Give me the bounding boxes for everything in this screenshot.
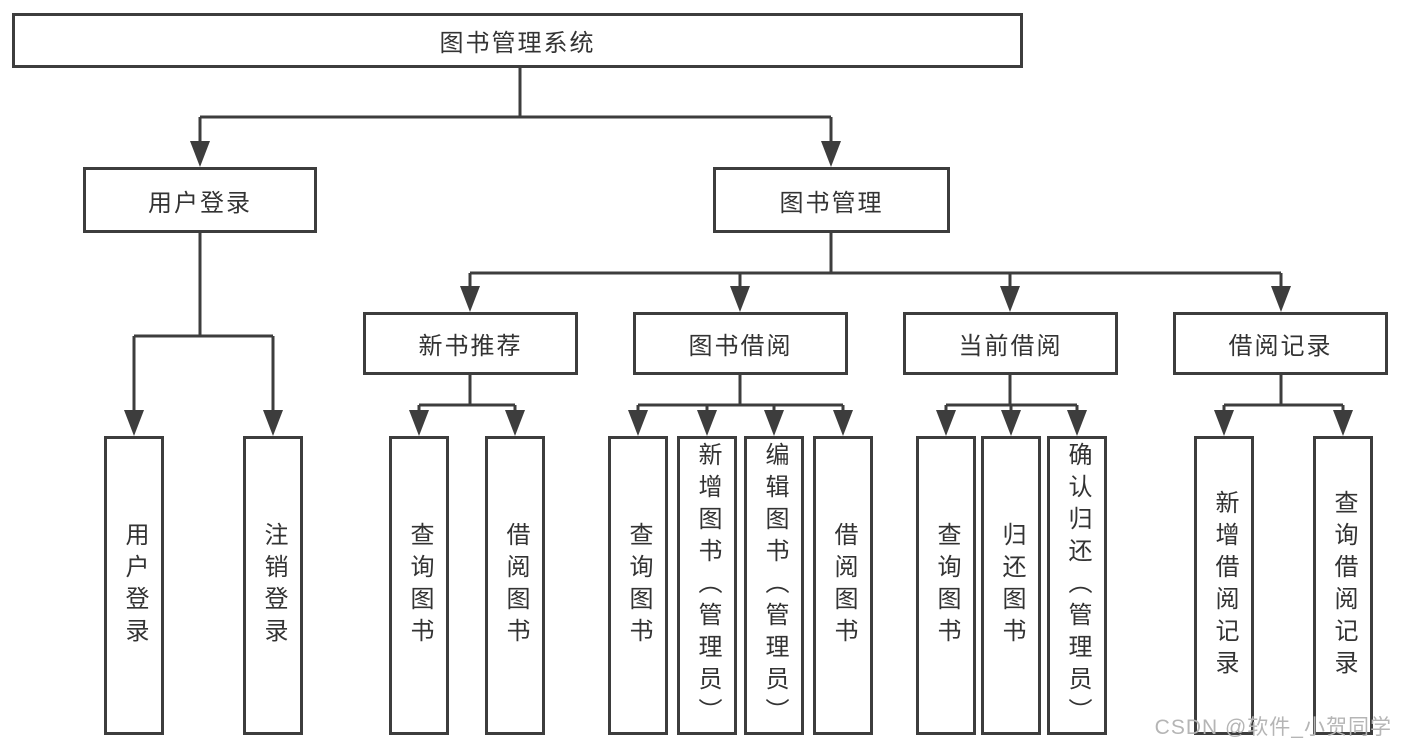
- node-leaf-return-books: 归还图书: [981, 436, 1041, 735]
- node-root-system: 图书管理系统: [12, 13, 1023, 68]
- node-leaf-query-borrow-record: 查询借阅记录: [1313, 436, 1373, 735]
- node-leaf-borrow-books-recommend: 借阅图书: [485, 436, 545, 735]
- node-leaf-user-login: 用户登录: [104, 436, 164, 735]
- node-leaf-borrow-books: 借阅图书: [813, 436, 873, 735]
- node-branch-book-management: 图书管理: [713, 167, 950, 233]
- node-branch-user-login: 用户登录: [83, 167, 317, 233]
- node-leaf-logout: 注销登录: [243, 436, 303, 735]
- node-leaf-edit-books-admin: 编辑图书（管理员）: [744, 436, 804, 735]
- node-leaf-query-books-borrow: 查询图书: [608, 436, 668, 735]
- node-module-new-book-recommend: 新书推荐: [363, 312, 578, 375]
- node-leaf-add-books-admin: 新增图书（管理员）: [677, 436, 737, 735]
- node-module-borrow-records: 借阅记录: [1173, 312, 1388, 375]
- csdn-watermark: CSDN @软件_小贺同学: [1154, 716, 1392, 739]
- node-leaf-query-books-current: 查询图书: [916, 436, 976, 735]
- node-leaf-add-borrow-record: 新增借阅记录: [1194, 436, 1254, 735]
- node-module-current-borrow: 当前借阅: [903, 312, 1118, 375]
- node-module-book-borrow: 图书借阅: [633, 312, 848, 375]
- node-leaf-confirm-return-admin: 确认归还（管理员）: [1047, 436, 1107, 735]
- node-leaf-query-books-recommend: 查询图书: [389, 436, 449, 735]
